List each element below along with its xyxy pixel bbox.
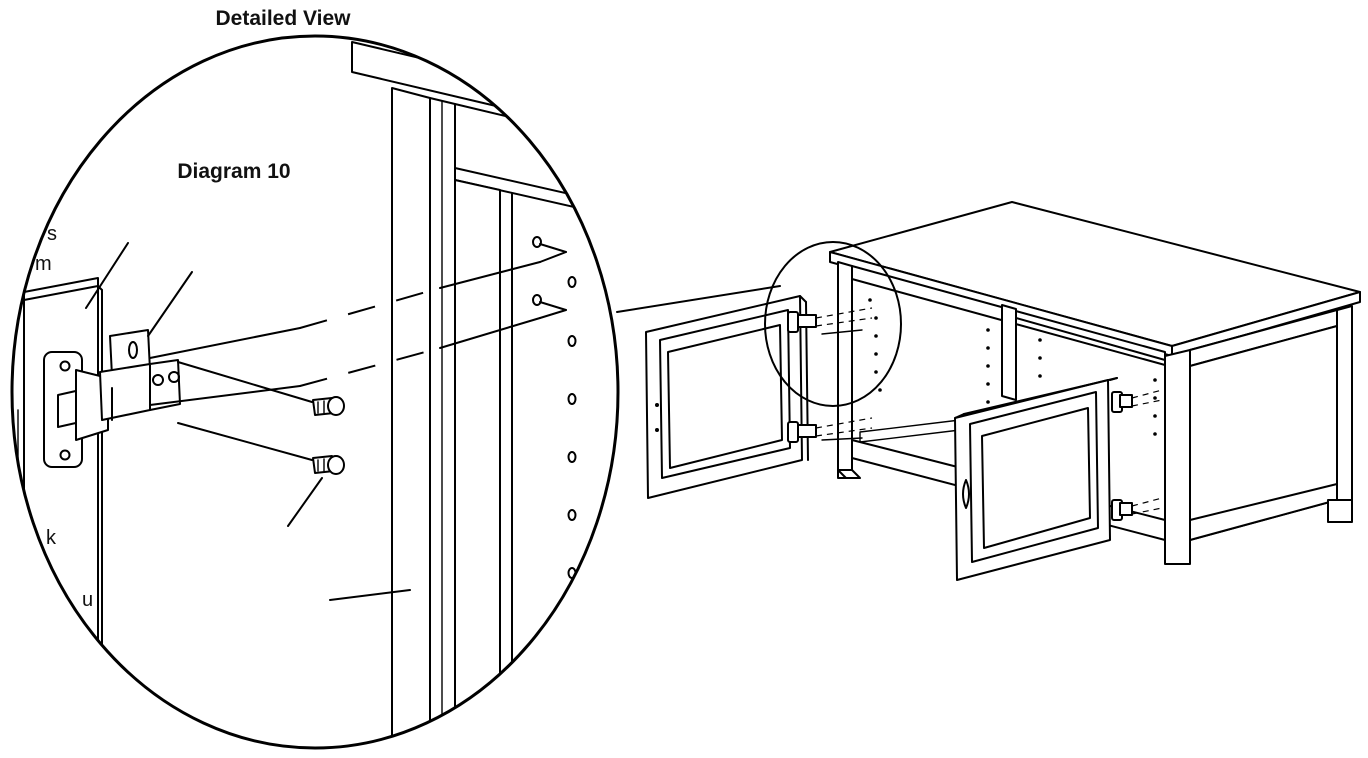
connector-line [616, 285, 781, 313]
callout-m: m [35, 253, 52, 275]
callout-u: u [82, 589, 93, 611]
callout-k: k [46, 527, 57, 549]
cabinet-face-frame [351, 41, 618, 741]
alignment-lines [149, 243, 567, 461]
right-door [954, 377, 1118, 581]
callout-s: s [47, 223, 57, 245]
hinges-left [787, 307, 873, 443]
shelf-pin-holes [532, 236, 577, 579]
screws [312, 396, 345, 475]
cabinet-overview [645, 201, 1361, 581]
hinges-right [1111, 389, 1163, 521]
leader-lines [85, 242, 411, 601]
detailed-view [10, 34, 620, 750]
magnifier-circle [10, 34, 620, 750]
diagram-number: Diagram 10 [177, 160, 290, 183]
pin-dots [868, 298, 1157, 436]
door-edge [17, 277, 103, 741]
small-magnifier [764, 241, 902, 407]
left-door [645, 295, 809, 499]
detailed-view-title: Detailed View [215, 7, 351, 30]
hinge-detail [43, 329, 181, 468]
